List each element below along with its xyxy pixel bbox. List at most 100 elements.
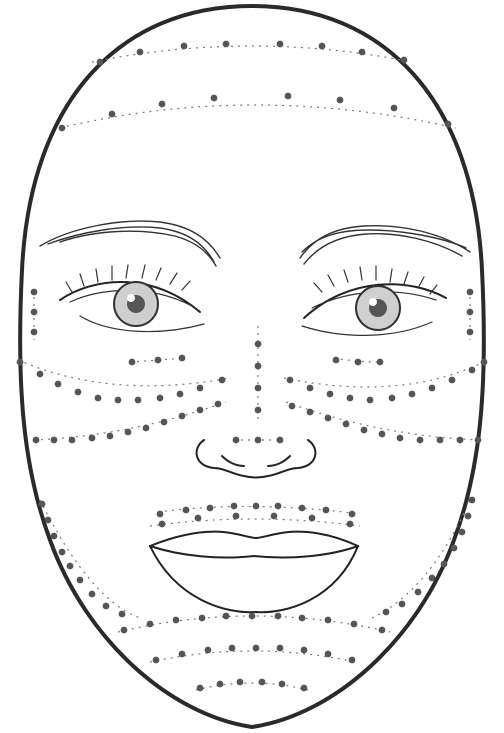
massage-point-icon — [255, 363, 262, 370]
massage-point-icon — [159, 521, 166, 528]
massage-point-icon — [429, 575, 436, 582]
massage-point-icon — [361, 427, 368, 434]
massage-point-icon — [121, 627, 128, 634]
massage-point-icon — [409, 391, 416, 398]
massage-point-icon — [383, 609, 390, 616]
massage-point-icon — [39, 501, 46, 508]
massage-point-icon — [359, 49, 366, 56]
massage-point-icon — [389, 395, 396, 402]
massage-point-icon — [343, 421, 350, 428]
massage-point-icon — [75, 389, 82, 396]
massage-point-icon — [351, 621, 358, 628]
massage-point-icon — [125, 429, 132, 436]
massage-point-icon — [289, 403, 296, 410]
massage-point-icon — [143, 425, 150, 432]
massage-point-icon — [31, 309, 38, 316]
massage-point-icon — [181, 43, 188, 50]
massage-point-icon — [219, 377, 226, 384]
massage-point-icon — [347, 395, 354, 402]
massage-point-icon — [159, 101, 166, 108]
massage-point-icon — [215, 401, 222, 408]
massage-point-icon — [115, 397, 122, 404]
massage-point-icon — [231, 503, 238, 510]
massage-point-icon — [179, 355, 186, 362]
massage-point-icon — [137, 49, 144, 56]
massage-point-icon — [323, 507, 330, 514]
massage-point-icon — [197, 407, 204, 414]
massage-point-icon — [233, 513, 240, 520]
massage-point-icon — [199, 615, 206, 622]
massage-point-icon — [103, 603, 110, 610]
massage-point-icon — [275, 613, 282, 620]
massage-point-icon — [255, 407, 262, 414]
massage-point-icon — [325, 617, 332, 624]
massage-point-icon — [277, 437, 284, 444]
massage-point-icon — [205, 647, 212, 654]
massage-point-icon — [349, 511, 356, 518]
massage-point-icon — [277, 41, 284, 48]
massage-point-icon — [237, 679, 244, 686]
massage-point-icon — [89, 435, 96, 442]
massage-point-icon — [377, 359, 384, 366]
massage-point-icon — [355, 359, 362, 366]
massage-point-icon — [299, 615, 306, 622]
massage-point-icon — [445, 121, 452, 128]
massage-point-icon — [301, 647, 308, 654]
massage-point-icon — [307, 409, 314, 416]
massage-point-icon — [31, 329, 38, 336]
massage-point-icon — [107, 433, 114, 440]
massage-point-icon — [51, 533, 58, 540]
massage-point-icon — [223, 613, 230, 620]
massage-point-icon — [437, 437, 444, 444]
massage-point-icon — [417, 437, 424, 444]
massage-point-icon — [379, 431, 386, 438]
massage-point-icon — [327, 391, 334, 398]
massage-point-icon — [179, 413, 186, 420]
massage-point-icon — [397, 435, 404, 442]
massage-point-icon — [271, 513, 278, 520]
massage-point-icon — [223, 41, 230, 48]
massage-point-icon — [157, 395, 164, 402]
massage-point-icon — [401, 57, 408, 64]
massage-point-icon — [253, 645, 260, 652]
massage-point-icon — [77, 577, 84, 584]
massage-point-icon — [183, 507, 190, 514]
massage-point-icon — [337, 97, 344, 104]
massage-point-icon — [325, 651, 332, 658]
massage-point-icon — [441, 561, 448, 568]
massage-point-icon — [89, 591, 96, 598]
massage-point-icon — [415, 589, 422, 596]
massage-point-icon — [259, 679, 266, 686]
massage-point-icon — [349, 657, 356, 664]
massage-point-icon — [451, 545, 458, 552]
massage-point-icon — [197, 385, 204, 392]
massage-point-icon — [255, 437, 262, 444]
massage-point-icon — [197, 685, 204, 692]
massage-point-icon — [153, 657, 160, 664]
massage-point-icon — [67, 563, 74, 570]
massage-point-icon — [207, 505, 214, 512]
massage-point-icon — [31, 289, 38, 296]
massage-point-icon — [135, 397, 142, 404]
massage-point-icon — [177, 391, 184, 398]
massage-point-icon — [475, 437, 482, 444]
massage-point-icon — [217, 681, 224, 688]
massage-point-icon — [249, 613, 256, 620]
massage-point-icon — [285, 93, 292, 100]
massage-point-icon — [457, 437, 464, 444]
massage-point-icon — [379, 627, 386, 634]
massage-point-icon — [255, 341, 262, 348]
massage-point-icon — [147, 621, 154, 628]
massage-point-icon — [211, 95, 218, 102]
massage-point-icon — [59, 549, 66, 556]
massage-point-icon — [467, 309, 474, 316]
massage-point-icon — [287, 377, 294, 384]
massage-point-icon — [119, 611, 126, 618]
massage-point-icon — [97, 59, 104, 66]
massage-point-icon — [17, 359, 24, 366]
massage-point-icon — [307, 385, 314, 392]
massage-point-icon — [465, 513, 472, 520]
massage-point-icon — [467, 329, 474, 336]
massage-point-icon — [481, 359, 488, 366]
